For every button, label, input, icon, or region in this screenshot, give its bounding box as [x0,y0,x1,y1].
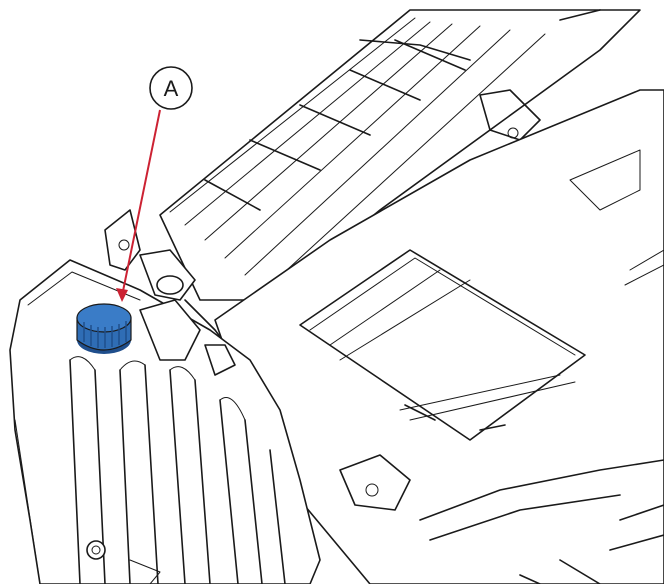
intake-manifold [159,9,641,301]
reservoir-cap-icon [76,303,132,354]
callout-leader-line [121,109,161,297]
engine-cover [214,89,664,584]
callout-label: A [164,76,179,101]
callout-arrowhead [116,288,128,302]
callout-a: A [149,66,193,110]
